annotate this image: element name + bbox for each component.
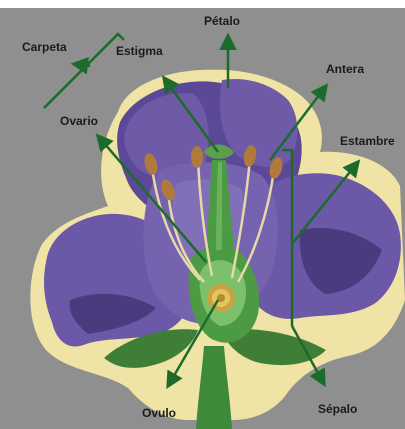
label-petalo: Pétalo — [204, 14, 240, 28]
label-sepalo: Sépalo — [318, 402, 357, 416]
label-ovario: Ovario — [60, 114, 98, 128]
label-ovulo: Ovulo — [142, 406, 176, 420]
label-estigma: Estigma — [116, 44, 163, 58]
label-estambre: Estambre — [340, 134, 395, 148]
label-antera: Antera — [326, 62, 364, 76]
label-carpeta: Carpeta — [22, 40, 67, 54]
